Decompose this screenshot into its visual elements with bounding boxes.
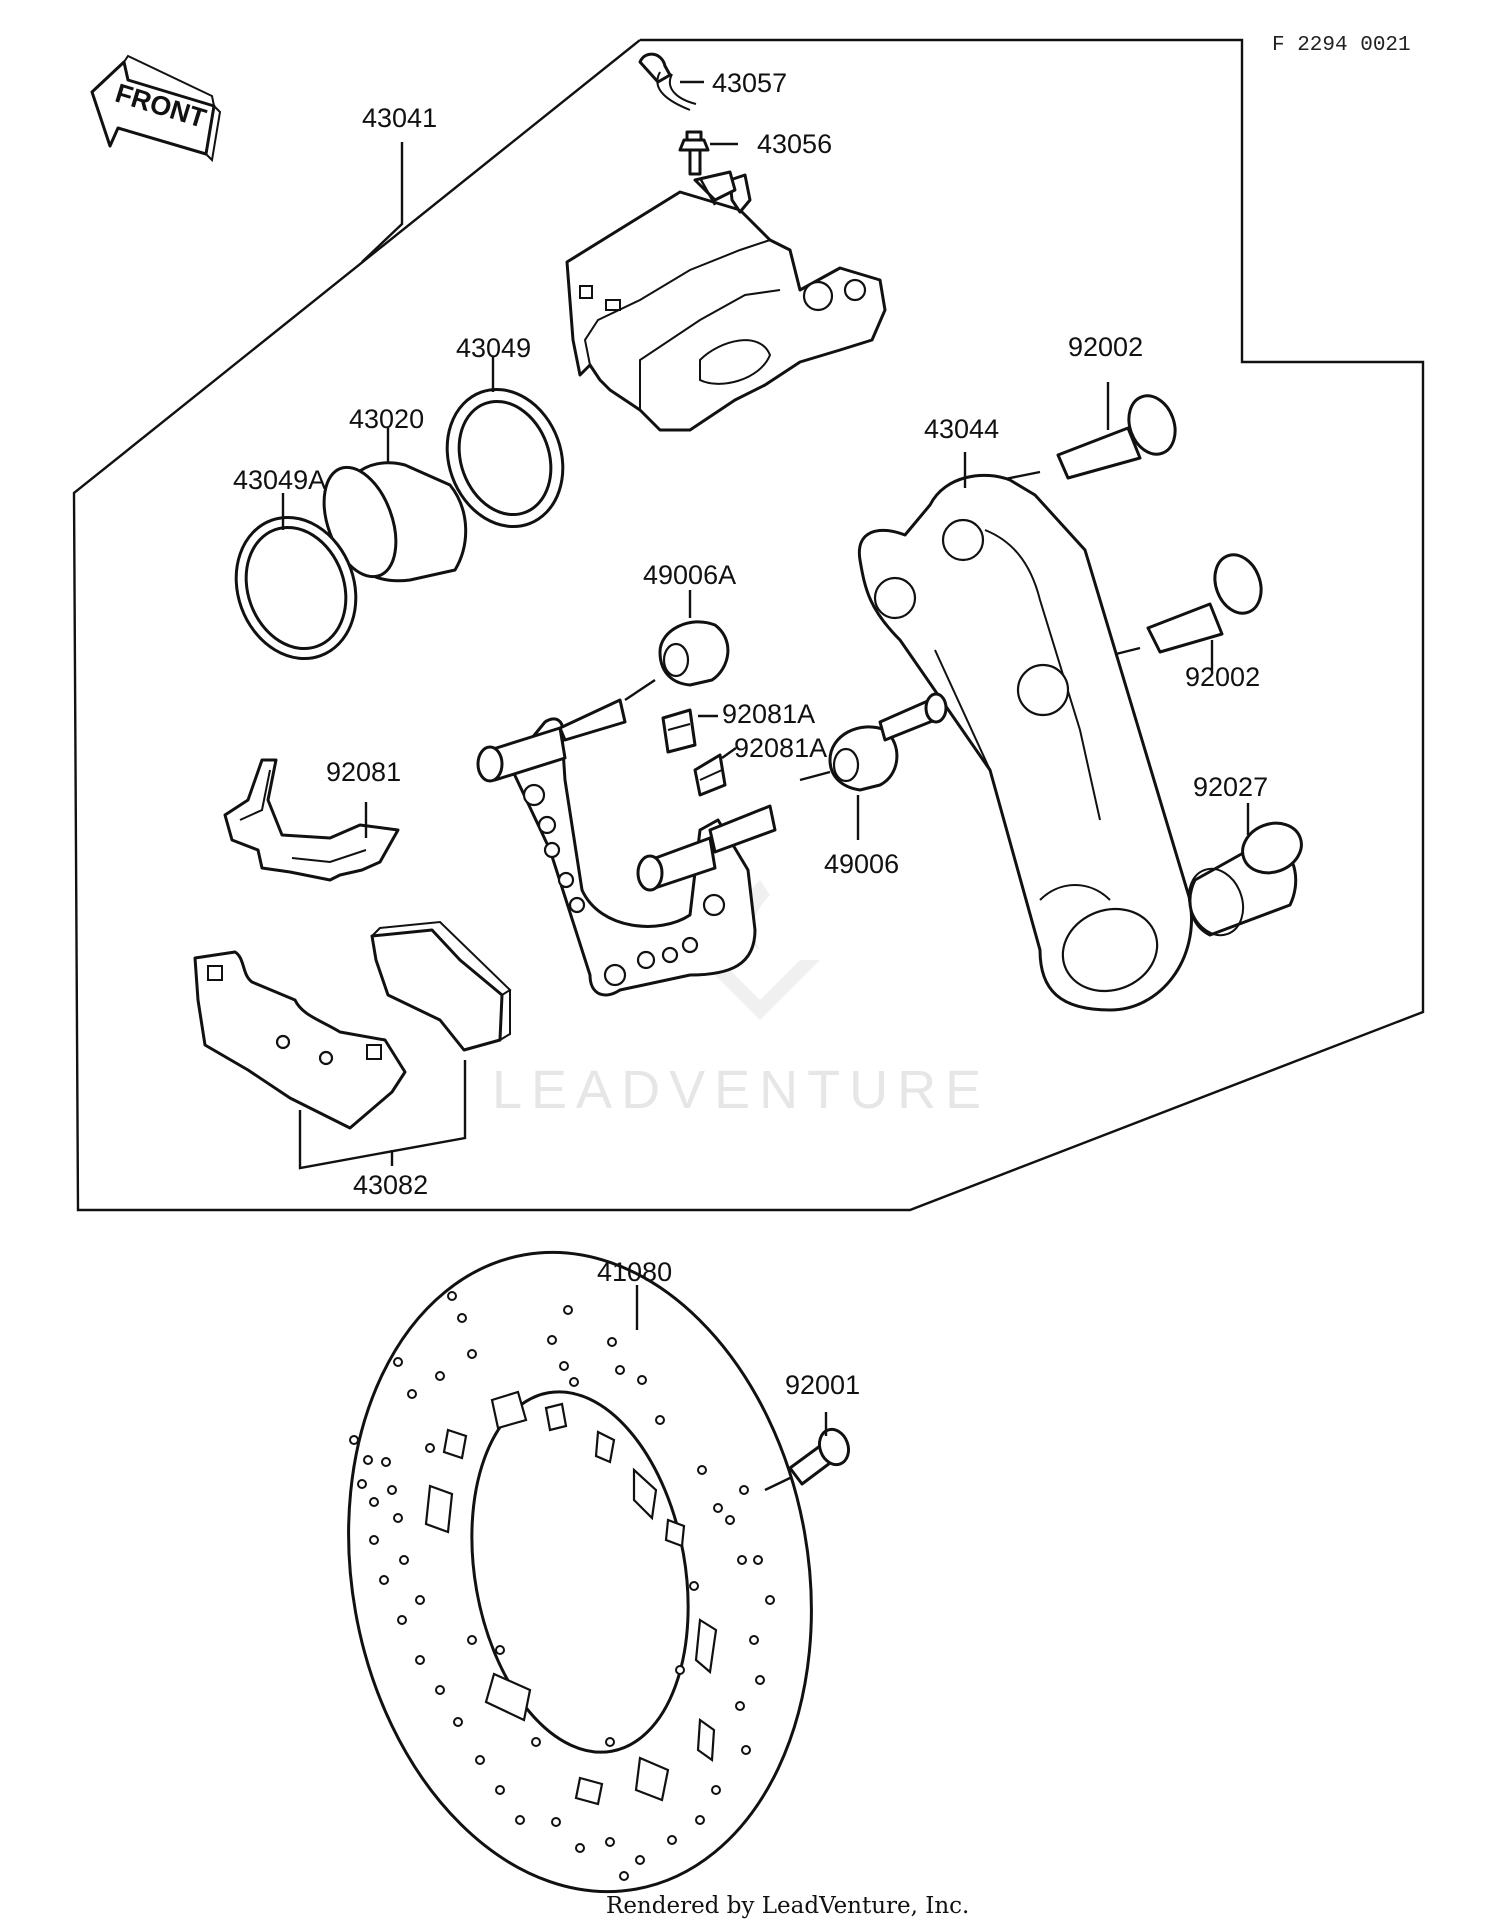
leader-49006A-b (624, 679, 656, 701)
caliper-bracket-part (857, 473, 1193, 1012)
disc-drill-holes (349, 1291, 775, 1881)
assembly-outline (72, 38, 1425, 1212)
spring-clip-a2-part (693, 753, 727, 797)
label-92001: 92001 (785, 1370, 860, 1400)
caliper-holder-part (476, 698, 777, 997)
piston-seal-part (445, 387, 565, 529)
disc-bolt-part (788, 1427, 851, 1486)
label-92081A-2: 92081A (734, 733, 827, 763)
bleeder-cap-part (638, 52, 697, 111)
slide-boot-upper-part (658, 620, 730, 687)
bushing-part (1187, 821, 1303, 937)
spring-clip-a1-part (661, 708, 697, 754)
leader-43082 (298, 1060, 467, 1170)
label-43049A: 43049A (233, 465, 326, 495)
label-49006A: 49006A (643, 560, 736, 590)
label-43044: 43044 (924, 414, 999, 444)
leader-43041 (361, 142, 404, 263)
leader-92001-b (764, 1476, 791, 1492)
slide-boot-lower-part (828, 692, 948, 792)
leader-92081A-2 (721, 747, 737, 759)
label-92027: 92027 (1193, 772, 1268, 802)
brake-pad-rear-part (370, 920, 512, 1052)
drawing-code: F 2294 0021 (1272, 34, 1411, 57)
label-92081: 92081 (326, 757, 401, 787)
leader-49006-b (799, 770, 831, 782)
front-arrow-icon: FRONT (90, 54, 222, 163)
label-49006: 49006 (824, 849, 899, 879)
label-92002-mid: 92002 (1185, 662, 1260, 692)
label-43049: 43049 (456, 333, 531, 363)
label-43041: 43041 (362, 103, 437, 133)
caliper-body-part (565, 170, 887, 432)
label-92002-top: 92002 (1068, 332, 1143, 362)
piston-part (322, 461, 468, 583)
bleeder-valve-part (678, 130, 710, 176)
label-43056: 43056 (757, 129, 832, 159)
pad-spring-part (223, 758, 400, 882)
label-41080: 41080 (597, 1257, 672, 1287)
label-43057: 43057 (712, 68, 787, 98)
leader-43056-b (698, 177, 717, 206)
mount-bolt-lower-part (1146, 553, 1263, 654)
label-43020: 43020 (349, 404, 424, 434)
label-92081A-1: 92081A (722, 699, 815, 729)
disc-slots (424, 1390, 718, 1806)
brake-pad-front-part (193, 950, 407, 1130)
label-43082: 43082 (353, 1170, 428, 1200)
watermark-text: LEADVENTURE (492, 1060, 990, 1120)
dust-seal-part (234, 515, 358, 661)
mount-bolt-upper-part (1056, 394, 1177, 480)
brake-disc-part (347, 1250, 813, 1894)
footer-credit: Rendered by LeadVenture, Inc. (606, 1893, 969, 1919)
